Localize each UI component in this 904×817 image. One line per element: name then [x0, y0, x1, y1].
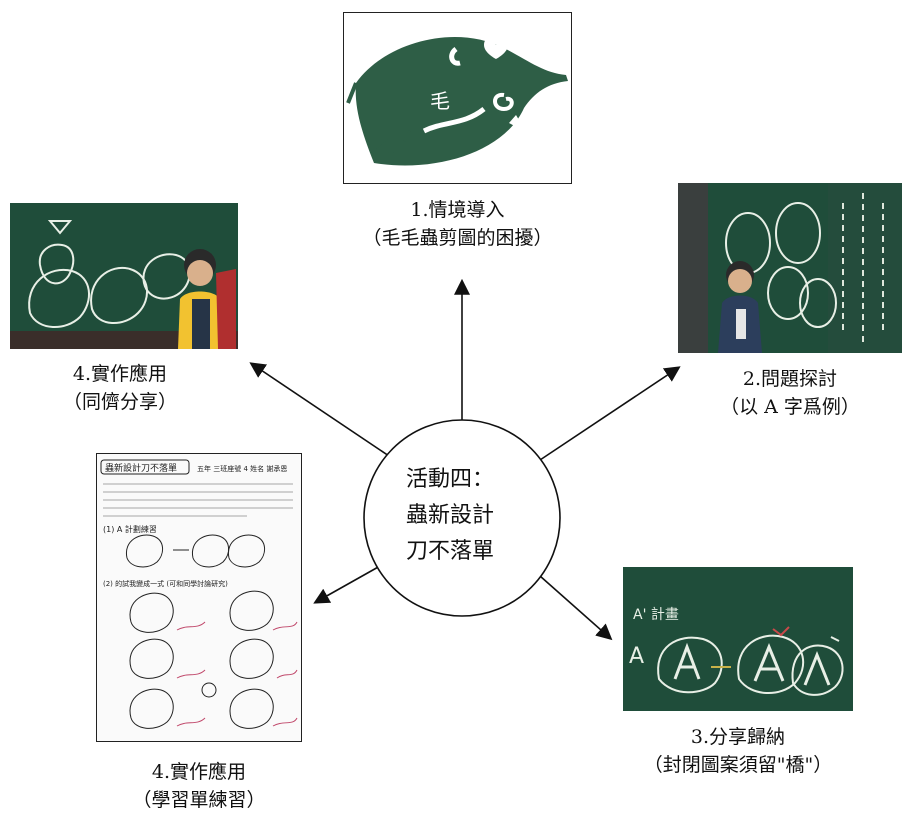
step4b-caption: 4.實作應用 （學習單練習）	[96, 758, 302, 814]
center-line-2: 蟲新設計	[405, 503, 494, 528]
center-label: 活動四： 蟲新設計 刀不落單	[372, 462, 528, 570]
leaf-char: 毛	[430, 89, 450, 113]
summary-board-image: A' 計畫 A	[629, 607, 844, 696]
step1-title: 1.情境導入	[410, 199, 505, 221]
step3-subtitle: （封閉圖案須留"橋"）	[643, 754, 833, 776]
photo-worksheet: 蟲新設計刀不落單 五年 三班座號 4 姓名 謝承恩 (1) A 計劃練習 (2)…	[96, 453, 302, 742]
step2-caption: 2.問題探討 （以 A 字爲例）	[678, 365, 902, 421]
step1-subtitle: （毛毛蟲剪圖的困擾）	[362, 227, 553, 249]
center-line-1: 活動四：	[405, 467, 494, 492]
step1-caption: 1.情境導入 （毛毛蟲剪圖的困擾）	[343, 196, 572, 252]
step4a-subtitle: （同儕分享）	[62, 391, 177, 413]
step4b-subtitle: （學習單練習）	[132, 789, 266, 811]
center-line-3: 刀不落單	[405, 539, 494, 564]
arrow-to-step4a	[249, 362, 393, 459]
photo-leaf-cutout: 毛	[343, 12, 572, 184]
board-a-label: A' 計畫	[633, 607, 679, 623]
photo-peer-sharing	[10, 203, 238, 349]
worksheet-image: 蟲新設計刀不落單 五年 三班座號 4 姓名 謝承恩 (1) A 計劃練習 (2)…	[100, 459, 298, 729]
photo-problem-discussion	[678, 183, 902, 353]
step2-title: 2.問題探討	[742, 368, 838, 390]
worksheet-q2: (2) 的試我變成一式 (可和同學討論研究)	[103, 579, 228, 588]
step4a-title: 4.實作應用	[72, 363, 168, 385]
worksheet-title: 蟲新設計刀不落單	[105, 462, 177, 474]
step3-title: 3.分享歸納	[690, 726, 786, 748]
center-circle	[363, 419, 561, 617]
step4a-caption: 4.實作應用 （同儕分享）	[6, 360, 234, 416]
step3-caption: 3.分享歸納 （封閉圖案須留"橋"）	[600, 723, 876, 779]
problem-board-image	[678, 183, 902, 353]
leaf-cutout-image: 毛	[346, 36, 568, 166]
worksheet-meta: 五年 三班座號 4 姓名 謝承恩	[197, 464, 287, 473]
peer-sharing-image	[10, 220, 238, 349]
step4b-title: 4.實作應用	[151, 761, 247, 783]
photo-summary-board: A' 計畫 A	[623, 567, 853, 711]
arrow-to-step2	[539, 366, 681, 461]
worksheet-q1: (1) A 計劃練習	[103, 524, 157, 534]
arrow-to-step3	[539, 575, 613, 641]
board-a-letter: A	[629, 644, 644, 669]
arrow-to-step4b	[313, 565, 381, 604]
step2-subtitle: （以 A 字爲例）	[720, 396, 860, 418]
